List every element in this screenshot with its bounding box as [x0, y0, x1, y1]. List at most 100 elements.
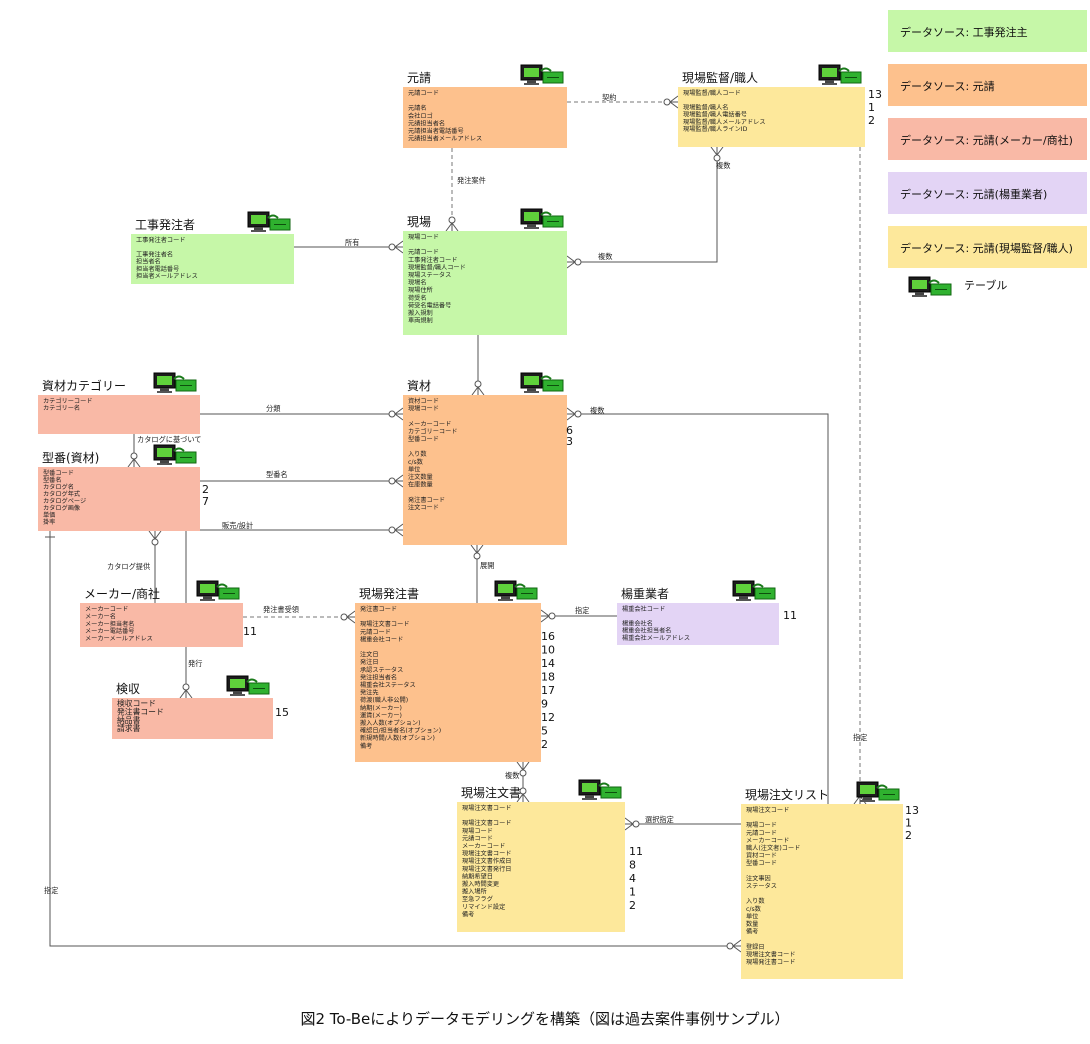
entity-title: 型番(資材): [42, 451, 99, 465]
relation-line: [567, 413, 829, 804]
entity-field: 楊重会社ステータス: [360, 681, 416, 689]
entity-field: 工事発注者コード: [136, 236, 186, 244]
legend-label: データソース: 元請: [900, 79, 995, 93]
entity-field: 新規時間/人数(オプション): [360, 734, 435, 742]
entity-field: 発注書コード: [117, 706, 164, 716]
entity-field: カタログページ: [43, 497, 86, 505]
relation-label-fukusu-genba: 複数: [598, 252, 612, 261]
crows-foot-marker: [471, 385, 485, 396]
field-count-note: 16: [541, 630, 555, 643]
table-icon: [153, 444, 197, 465]
table-icon: [494, 580, 538, 601]
optional-marker: [340, 613, 348, 621]
crows-foot-marker: [540, 609, 551, 623]
entity-field: 備考: [462, 910, 474, 918]
optional-marker: [574, 258, 582, 266]
entity-field: 元請コード: [462, 834, 493, 842]
entity-title: 現場監督/職人: [682, 70, 758, 85]
entity-title: 元請: [407, 71, 431, 85]
entity-field: 注文数量: [408, 473, 433, 481]
legend-item-prime: データソース: 元請: [888, 64, 1087, 106]
crows-foot-marker: [624, 817, 635, 831]
legend-label: テーブル: [964, 278, 1007, 292]
entity-field: メーカーコード: [746, 837, 789, 844]
relation-label-shitei-bottom: 指定: [44, 886, 58, 895]
entity-field: ステータス: [746, 882, 777, 890]
table-icon: [818, 64, 862, 85]
entity-field: メーカー名: [85, 612, 116, 620]
entity-field: 備考: [360, 742, 372, 750]
entity-field: 楊重会社コード: [360, 635, 403, 643]
optional-marker: [663, 98, 671, 106]
entity-field: 担当者名: [136, 258, 161, 266]
table-icon: [196, 580, 240, 601]
entity-field: 運賃(メーカー): [360, 711, 402, 719]
entity-field: 現場住所: [408, 286, 433, 294]
optional-marker: [448, 216, 456, 224]
legend-item-client: データソース: 工事発注主: [888, 10, 1087, 52]
optional-marker: [519, 787, 527, 795]
field-count-note: 11: [783, 609, 797, 622]
entity-body: [403, 395, 567, 545]
relation-label-fukusu-kantoku: 複数: [716, 161, 730, 170]
relation-labels: 契約発注案件所有複数複数分類複数カタログに基づいて型番名販売/設計カタログ提供展…: [44, 93, 867, 895]
field-count-note: 13: [905, 804, 919, 817]
field-count-note: 5: [541, 725, 548, 738]
entity-field: 納品書: [117, 715, 141, 725]
field-count-note: 1: [868, 101, 875, 114]
legend-swatch: [888, 10, 1087, 52]
entity-title: 現場: [407, 215, 431, 229]
field-count-note: 1: [629, 886, 636, 899]
optional-marker: [388, 243, 396, 251]
crows-foot-marker: [668, 95, 679, 109]
entity-field: メーカー担当者名: [85, 620, 135, 628]
relation-label-sentaku-shitei: 選択指定: [645, 815, 674, 824]
entity-body: [741, 804, 903, 979]
entity-field: 発注書コード: [408, 496, 445, 504]
entity-title: 楊重業者: [621, 586, 669, 601]
entity-title: メーカー/商社: [84, 586, 160, 601]
entity-field: 現場名: [408, 279, 427, 287]
entity-field: 現場監督/職人コード: [683, 89, 741, 97]
relation-label-fukusu-shizai: 複数: [590, 406, 604, 415]
entity-field: 承認ステータス: [360, 666, 403, 674]
table-icon: [226, 675, 270, 696]
field-count-note: 3: [566, 435, 573, 448]
entity-body: [678, 87, 865, 147]
relation-label-hacchu-anken: 発注案件: [457, 176, 486, 185]
relation-label-kataban-mei: 型番名: [266, 470, 288, 479]
field-count-note: 2: [202, 483, 209, 496]
crows-foot-marker: [393, 407, 404, 421]
entity-field: 現場コード: [408, 405, 439, 413]
crows-foot-marker: [393, 474, 404, 488]
relation-label-bunrui: 分類: [266, 404, 281, 413]
entity-title: 工事発注者: [135, 217, 195, 232]
entity-field: 現場監督/職人コード: [408, 263, 466, 271]
table-icon: [247, 211, 291, 232]
crows-foot-marker: [516, 761, 530, 772]
field-count-note: 7: [202, 495, 209, 508]
entity-field: 入り数: [746, 897, 765, 905]
entity-field: 掛率: [43, 518, 55, 526]
optional-marker: [726, 942, 734, 950]
entity-field: 型番名: [43, 476, 62, 484]
entity-field: カテゴリーコード: [408, 427, 458, 435]
entity-field: 車両規制: [408, 317, 433, 325]
entity-field: 現場コード: [408, 233, 439, 241]
relation-label-shoyu: 所有: [345, 238, 359, 247]
entity-field: 至急フラグ: [462, 895, 493, 903]
optional-marker: [474, 380, 482, 388]
entity-field: 注文事因: [746, 874, 771, 882]
relation-label-shitei-yoju: 指定: [575, 606, 589, 615]
entity-field: 現場ステータス: [408, 271, 451, 279]
entity-field: 検収コード: [117, 698, 156, 708]
entity-field: 元請コード: [360, 628, 391, 636]
optional-marker: [574, 410, 582, 418]
entity-field: 現場注文書作成日: [462, 857, 512, 865]
entity-field: 資材コード: [408, 397, 439, 405]
entity-field: 楊重会社コード: [622, 605, 665, 613]
